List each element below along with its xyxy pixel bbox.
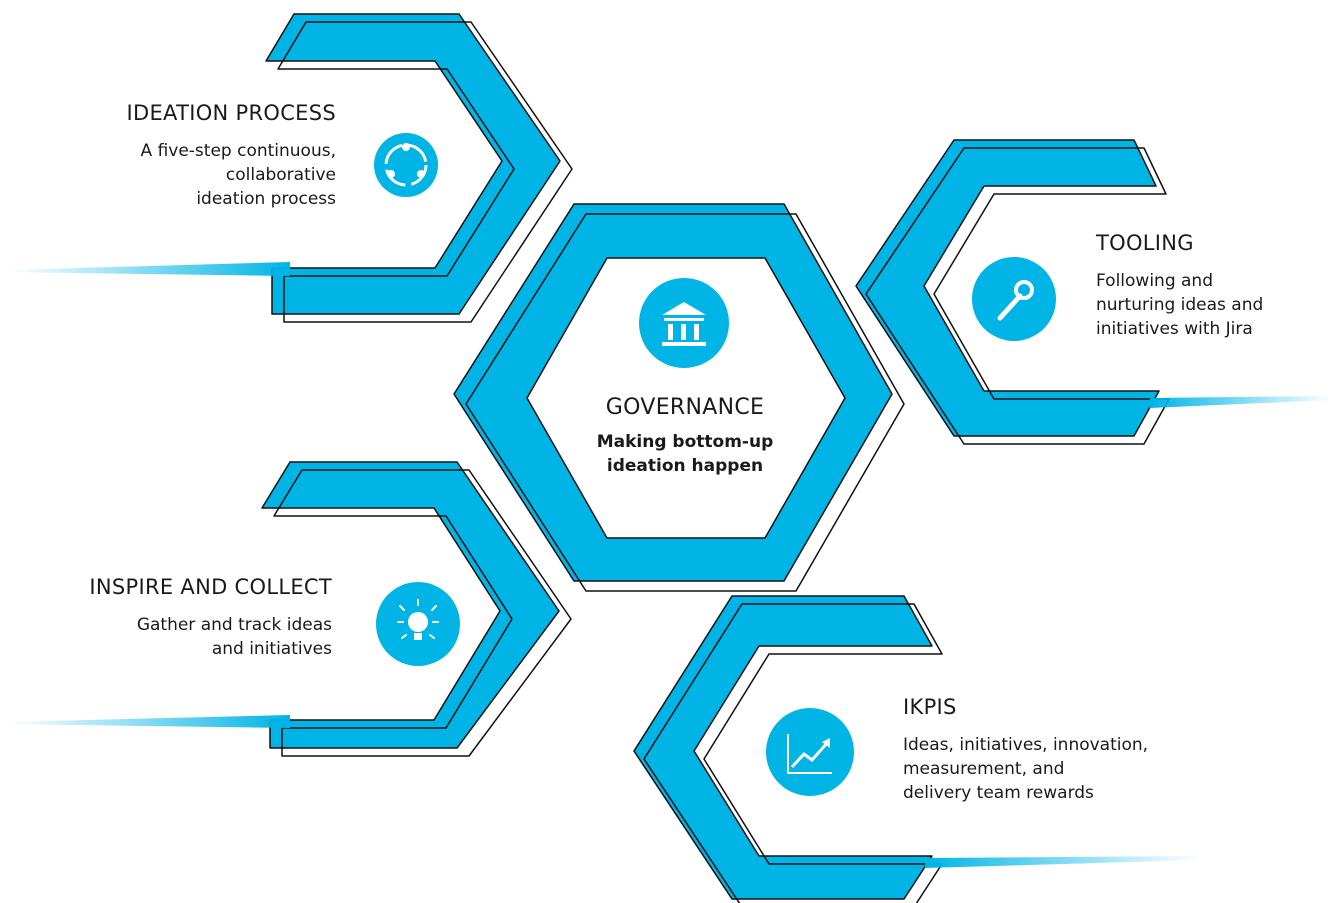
collaboration-cycle-icon xyxy=(374,133,438,197)
ideation-desc: A five-step continuous, collaborative id… xyxy=(40,139,336,211)
tooling-block: TOOLING Following and nurturing ideas an… xyxy=(1096,231,1331,341)
tooling-desc: Following and nurturing ideas and initia… xyxy=(1096,269,1331,341)
ikpis-chevron xyxy=(633,595,1200,903)
inspire-desc-line: and initiatives xyxy=(211,639,332,659)
tooling-desc-line: Following and xyxy=(1096,271,1213,291)
governance-desc: Making bottom-up ideation happen xyxy=(540,430,830,478)
tooling-desc-line: initiatives with Jira xyxy=(1096,319,1253,339)
ideation-block: IDEATION PROCESS A five-step continuous,… xyxy=(40,101,336,211)
ikpis-desc: Ideas, initiatives, innovation, measurem… xyxy=(903,733,1233,805)
governance-title: GOVERNANCE xyxy=(605,395,765,420)
ikpis-desc-line: measurement, and xyxy=(903,759,1065,779)
governance-block: GOVERNANCE Making bottom-up ideation hap… xyxy=(540,395,830,478)
tooling-desc-line: nurturing ideas and xyxy=(1096,295,1264,315)
inspire-block: INSPIRE AND COLLECT Gather and track ide… xyxy=(20,575,332,661)
inspire-chevron xyxy=(6,461,572,757)
ideation-title: IDEATION PROCESS xyxy=(126,101,336,125)
governance-desc-line: ideation happen xyxy=(606,456,764,476)
wrench-icon xyxy=(972,257,1056,341)
ideation-desc-line: collaborative xyxy=(225,165,336,185)
tooling-title: TOOLING xyxy=(1096,231,1194,255)
ikpis-desc-line: delivery team rewards xyxy=(903,783,1094,803)
ikpis-title: IKPIS xyxy=(903,695,957,719)
governance-desc-line: Making bottom-up xyxy=(596,432,774,452)
ikpis-desc-line: Ideas, initiatives, innovation, xyxy=(903,735,1149,755)
inspire-desc-line: Gather and track ideas xyxy=(136,615,332,635)
trend-chart-icon xyxy=(766,708,854,796)
institution-building-icon xyxy=(639,278,729,368)
tooling-chevron xyxy=(855,139,1332,445)
ikpis-block: IKPIS Ideas, initiatives, innovation, me… xyxy=(903,695,1233,805)
inspire-title: INSPIRE AND COLLECT xyxy=(89,575,332,599)
lightbulb-icon xyxy=(376,582,460,666)
ideation-desc-line: A five-step continuous, xyxy=(140,141,336,161)
ideation-chevron xyxy=(6,13,573,323)
inspire-desc: Gather and track ideas and initiatives xyxy=(20,613,332,661)
governance-hexagon xyxy=(453,203,905,592)
ideation-desc-line: ideation process xyxy=(196,189,336,209)
